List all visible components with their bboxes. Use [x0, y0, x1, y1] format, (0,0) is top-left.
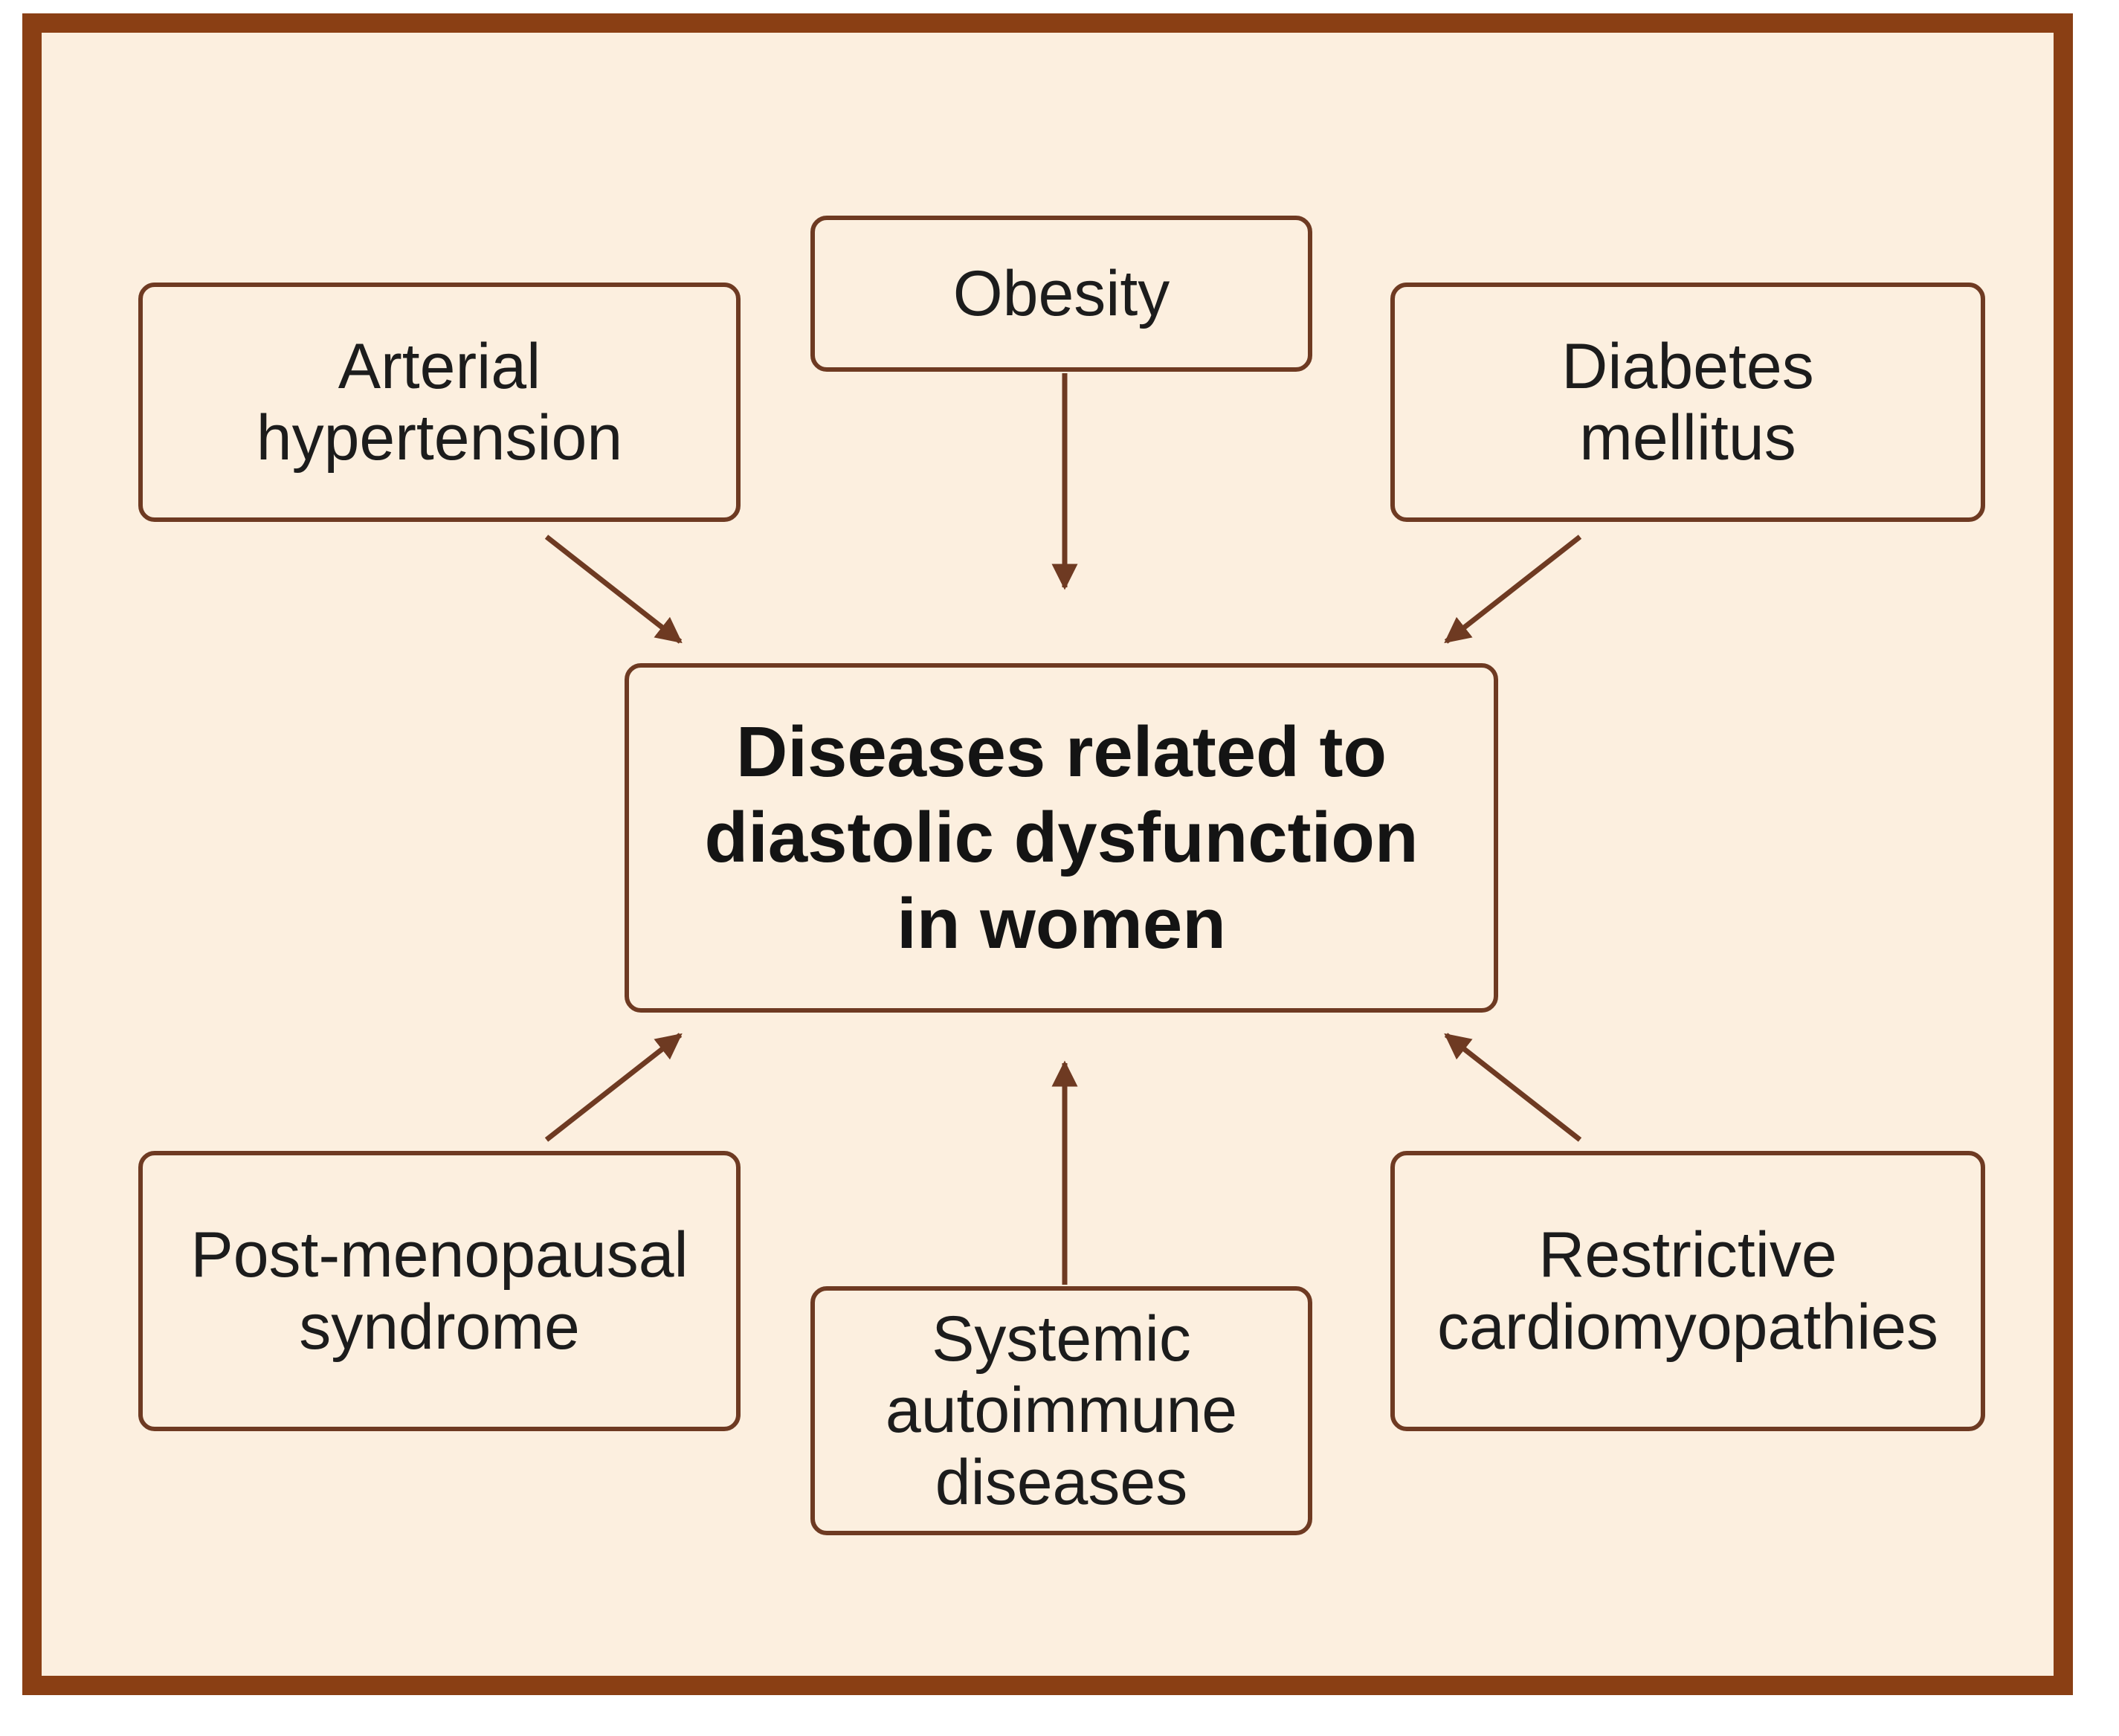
factor-arterial-hypertension: Arterial hypertension: [138, 283, 741, 522]
arrow-hypertension: [544, 535, 683, 644]
factor-obesity: Obesity: [810, 216, 1312, 372]
factor-restrictive-cardiomyopathies: Restrictive cardiomyopathies: [1390, 1151, 1985, 1431]
factor-post-menopausal-syndrome: Post-menopausal syndrome: [138, 1151, 741, 1431]
arrow-postmenopausal: [544, 1033, 683, 1142]
arrow-diabetes: [1444, 535, 1582, 644]
factor-diabetes-mellitus: Diabetes mellitus: [1390, 283, 1985, 522]
central-topic: Diseases related to diastolic dysfunctio…: [625, 663, 1498, 1013]
factor-systemic-autoimmune-diseases: Systemic autoimmune diseases: [810, 1286, 1312, 1535]
arrow-cardiomyopathies: [1444, 1033, 1582, 1142]
